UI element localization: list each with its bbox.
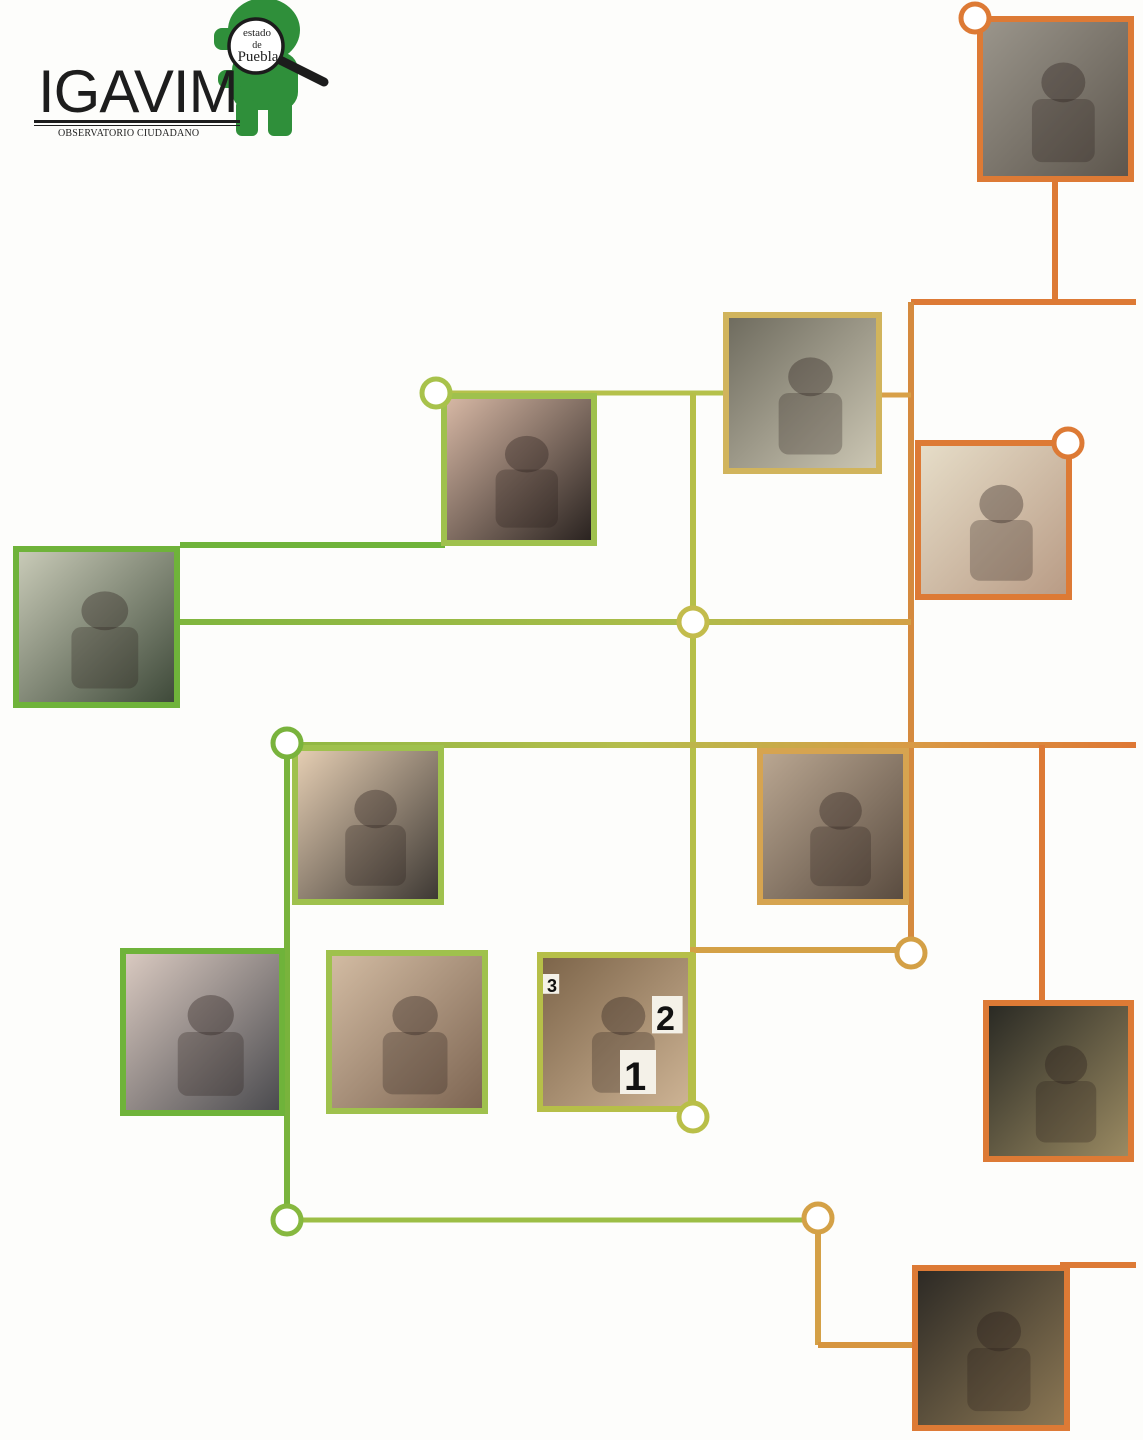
connector-node: [1051, 426, 1085, 460]
car-thief-photo: [19, 552, 174, 702]
magnifying-glass-mascot-icon: [214, 0, 329, 136]
logo-subtitle: OBSERVATORIO CIUDADANO: [58, 128, 200, 139]
masked-robber-photo: [126, 954, 279, 1110]
logo-rule-bottom: [34, 125, 240, 126]
seal-de: de: [252, 40, 262, 51]
photo-crime-scene-evidence: 3 21: [537, 952, 694, 1112]
person-behind-blinds-photo: [989, 1006, 1128, 1156]
photo-frightened-woman: [915, 440, 1072, 600]
door-lock-photo: [918, 1271, 1064, 1425]
connector-node: [270, 1203, 304, 1237]
door-intruder-photo: [983, 22, 1128, 176]
seal-estado: estado: [242, 27, 272, 39]
photo-money-exchange: [723, 312, 882, 474]
evidence-marker-1: 1: [624, 1055, 646, 1099]
photo-hands-over-face: [441, 393, 597, 546]
logo-wordmark: IGAVIM: [38, 58, 239, 125]
connector-node: [894, 936, 928, 970]
bound-hands-photo: [763, 754, 903, 899]
money-exchange-photo: [729, 318, 876, 468]
frightened-woman-photo: [921, 446, 1066, 594]
armed-robbery-photo: [332, 956, 482, 1108]
hands-over-face-photo: [447, 399, 591, 540]
photo-car-thief: [13, 546, 180, 708]
logo-rule-top: [34, 120, 240, 123]
photo-armed-robbery: [326, 950, 488, 1114]
evidence-marker-2: 2: [656, 1000, 675, 1038]
connector-node: [801, 1201, 835, 1235]
photo-person-behind-blinds: [983, 1000, 1134, 1162]
photo-purse-snatching: [292, 745, 444, 905]
evidence-marker-3: 3: [547, 976, 557, 996]
connector-node: [958, 1, 992, 35]
photo-masked-robber: [120, 948, 285, 1116]
connector-node: [419, 376, 453, 410]
connector-node: [676, 605, 710, 639]
photo-door-intruder: [977, 16, 1134, 182]
connector-node: [270, 726, 304, 760]
photo-bound-hands: [757, 748, 909, 905]
photo-door-lock: [912, 1265, 1070, 1431]
seal-puebla: Puebla: [237, 49, 279, 65]
connector-node: [676, 1100, 710, 1134]
purse-snatching-photo: [298, 751, 438, 899]
